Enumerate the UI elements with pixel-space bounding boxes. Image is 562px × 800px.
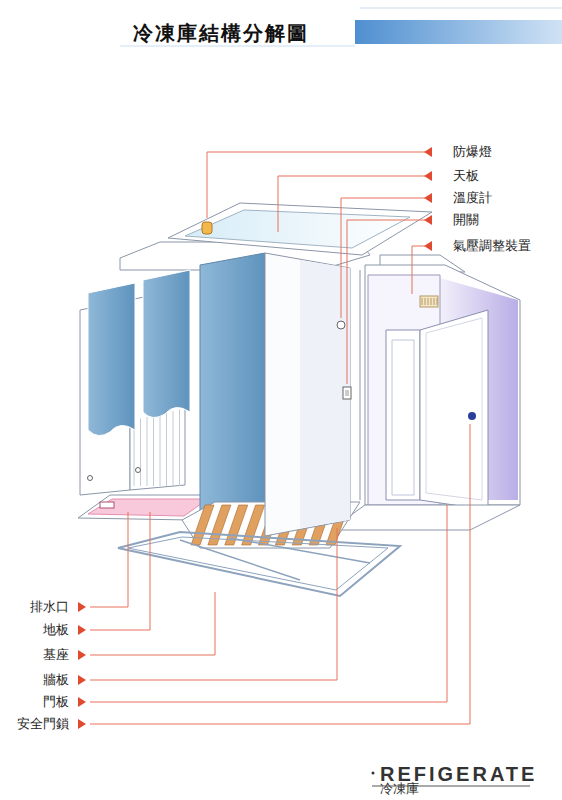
brand-name: 冷凍庫 [380,780,419,798]
part-label: 溫度計 [452,190,493,206]
leader-lines [90,152,470,724]
vent-slot [428,298,429,305]
wall-panel [200,253,265,540]
footer-dot [372,772,375,775]
part-label: 天板 [452,168,480,184]
vent-slot [437,298,438,305]
part-label: 開關 [452,212,480,228]
vent-slot [434,298,435,305]
panel-rib [147,417,148,486]
header-band [355,20,562,44]
ceiling-panel [168,203,432,255]
part-label: 安全門鎖 [16,716,70,732]
panel-rib [140,419,141,487]
left-wall-panels [80,270,190,495]
panel-rib [153,416,154,487]
panel-rib [173,411,174,486]
right-wall-and-door [330,265,520,530]
panel-rib [179,410,180,487]
part-label: 地板 [42,622,70,638]
vent-slot [422,298,423,305]
label-arrows [78,147,432,729]
vent-slot [425,298,426,305]
door-panel [265,253,351,536]
page-title: 冷凍庫結構分解圖 [133,20,309,47]
header-rule [120,46,355,47]
base-frame [118,532,400,596]
panel-rib [166,413,167,487]
vent-slot [431,298,432,305]
part-label: 防爆燈 [452,144,493,160]
header-rule [360,8,562,9]
part-label: 門板 [42,694,70,710]
part-label: 基座 [42,647,70,663]
explosion-proof-lamp [202,222,212,234]
part-label: 牆板 [42,672,70,688]
part-label: 排水口 [29,599,70,615]
panel-rib [160,414,161,486]
part-label: 氣壓調整裝置 [452,238,532,254]
